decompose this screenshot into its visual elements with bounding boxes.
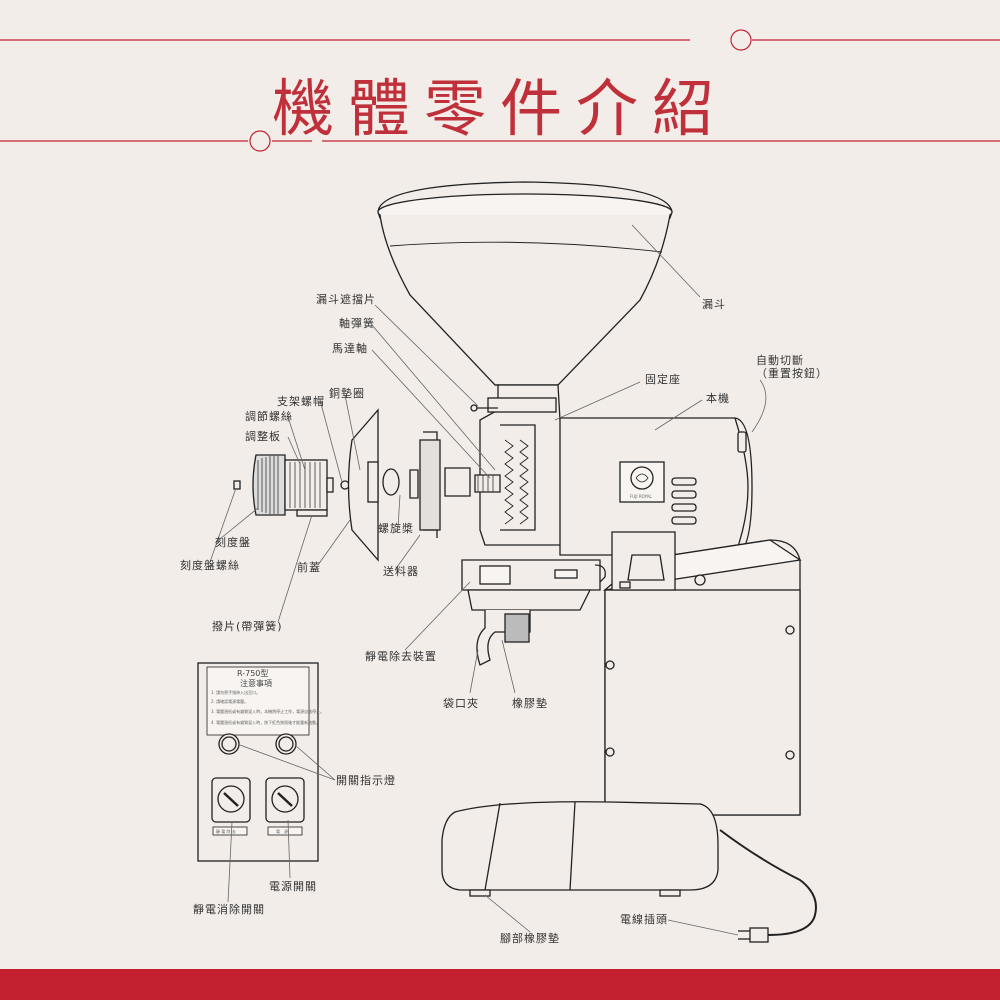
label-rubber-pad: 橡膠墊: [512, 697, 548, 710]
power-cord: [719, 829, 817, 943]
label-front-cover: 前蓋: [297, 561, 321, 574]
label-bag-clip: 袋口夾: [443, 697, 479, 710]
motor-body: [559, 417, 753, 556]
label-foot-rubber: 腳部橡膠墊: [500, 932, 560, 945]
label-auto-cutoff: 自動切斷 （重置按鈕）: [756, 354, 828, 380]
motor-badge: FUJI ROYAL: [630, 494, 652, 499]
label-hopper-shield: 漏斗遮擋片: [316, 293, 376, 306]
label-indicator-light: 開關指示燈: [336, 774, 396, 787]
leader-lines: [209, 224, 767, 936]
label-motor-shaft: 馬達軸: [332, 342, 368, 355]
panel-note: 3. 電壓過低或有雜質混入時，本機將停止工作，電源自動停止。: [211, 709, 325, 714]
outlet-assembly: [461, 531, 676, 666]
panel-note: 2. 請確認電源電壓。: [211, 699, 249, 704]
exploded-parts: [233, 408, 501, 562]
grinder-head: [470, 384, 576, 546]
hopper: [377, 181, 673, 386]
label-shaft-spring: 軸彈簧: [339, 317, 375, 330]
label-bracket-nut: 支架螺帽: [277, 395, 325, 408]
label-spiral-blade: 螺旋槳: [378, 522, 414, 535]
label-adjust-screw: 調節螺絲: [245, 410, 293, 423]
panel-power-label: 電 源: [276, 829, 288, 834]
label-static-switch: 靜電消除開關: [193, 903, 265, 916]
label-copper-washer: 銅墊圈: [329, 387, 365, 400]
base: [441, 801, 719, 897]
label-power-switch: 電源開關: [269, 880, 317, 893]
panel-static-label: 靜 電 除 去: [216, 829, 236, 834]
control-panel: [197, 662, 319, 862]
title-decoration: [0, 29, 1000, 152]
label-fixed-base: 固定座: [645, 373, 681, 386]
label-static-remover: 靜電除去裝置: [365, 650, 437, 663]
label-paddle: 撥片(帶彈簧): [212, 620, 283, 633]
label-adjust-plate: 調整板: [245, 430, 281, 443]
label-dial-screw: 刻度盤螺絲: [180, 559, 240, 572]
label-hopper: 漏斗: [702, 298, 726, 311]
panel-note: 4. 電壓過低或有雜質混入時，按下紅色按鈕後才能重新啟動。: [211, 720, 321, 725]
panel-notice: 注意事項: [240, 679, 272, 688]
label-power-plug: 電線插頭: [620, 913, 668, 926]
panel-model: R-750型: [237, 669, 269, 678]
page-title: 機體零件介紹: [271, 72, 728, 145]
panel-note: 1. 請勿將手指伸入出豆口。: [211, 690, 261, 695]
label-body: 本機: [706, 392, 730, 405]
bottom-band: [0, 969, 1000, 1000]
label-feeder: 送料器: [383, 565, 419, 578]
label-dial: 刻度盤: [215, 536, 251, 549]
